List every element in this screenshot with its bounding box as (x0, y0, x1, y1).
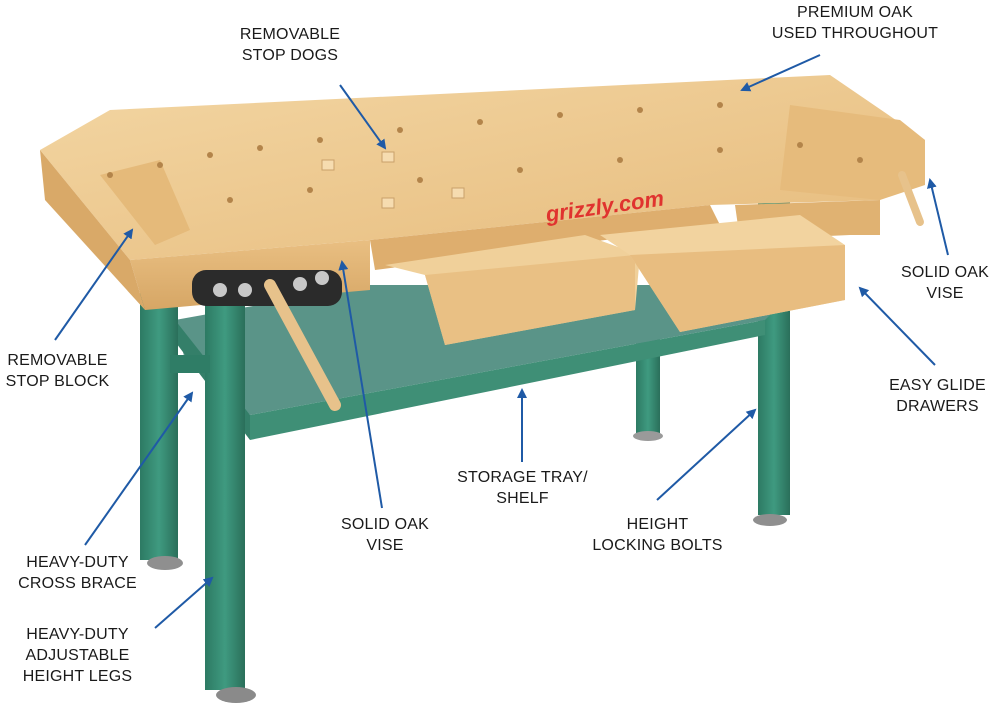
label-line: SHELF (496, 490, 549, 507)
label-cross-brace: HEAVY-DUTY CROSS BRACE (5, 552, 150, 594)
label-line: VISE (366, 537, 404, 554)
label-line: REMOVABLE (7, 352, 108, 369)
label-line: CROSS BRACE (18, 575, 137, 592)
label-solid-oak-vise-right: SOLID OAK VISE (890, 262, 1000, 304)
drawers (385, 215, 845, 345)
front-legs (140, 290, 256, 703)
arrow-solid-oak-vise-front (338, 260, 383, 509)
arrow-stop-block (54, 228, 134, 341)
arrow-easy-glide-drawers (858, 286, 936, 366)
label-line: HEAVY-DUTY (26, 626, 129, 643)
label-line: VISE (926, 285, 964, 302)
front-vise (192, 270, 342, 411)
label-line: STOP DOGS (241, 47, 339, 64)
label-line: HEAVY-DUTY (26, 554, 129, 571)
arrow-stop-dogs (339, 84, 387, 150)
label-line: USED THROUGHOUT (771, 25, 939, 42)
arrow-height-locking-bolts (656, 408, 757, 501)
label-line: SOLID OAK (340, 516, 430, 533)
label-height-locking-bolts: HEIGHT LOCKING BOLTS (575, 514, 740, 556)
label-adjustable-legs: HEAVY-DUTY ADJUSTABLE HEIGHT LEGS (5, 624, 150, 687)
label-line: STOP BLOCK (5, 373, 110, 390)
label-solid-oak-vise-front: SOLID OAK VISE (320, 514, 450, 556)
label-easy-glide-drawers: EASY GLIDE DRAWERS (875, 375, 1000, 417)
label-line: DRAWERS (896, 398, 979, 415)
label-line: SOLID OAK (900, 264, 990, 281)
label-line: PREMIUM OAK (797, 4, 913, 21)
label-line: HEIGHT LEGS (22, 668, 133, 685)
label-stop-block: REMOVABLE STOP BLOCK (0, 350, 115, 392)
label-stop-dogs: REMOVABLE STOP DOGS (200, 24, 380, 66)
right-vise-handle (898, 171, 924, 226)
arrow-solid-oak-vise-right (927, 178, 949, 256)
label-line: REMOVABLE (239, 26, 341, 43)
callout-arrows (54, 54, 949, 629)
arrow-premium-oak (740, 54, 821, 92)
label-line: LOCKING BOLTS (592, 537, 723, 554)
label-line: ADJUSTABLE (25, 647, 130, 664)
label-line: STORAGE TRAY/ (457, 469, 588, 486)
arrow-adjustable-legs (154, 576, 214, 629)
label-storage-tray: STORAGE TRAY/ SHELF (440, 467, 605, 509)
label-line: HEIGHT (626, 516, 689, 533)
label-premium-oak: PREMIUM OAK USED THROUGHOUT (745, 2, 965, 44)
label-line: EASY GLIDE (889, 377, 986, 394)
arrow-cross-brace (84, 391, 194, 546)
